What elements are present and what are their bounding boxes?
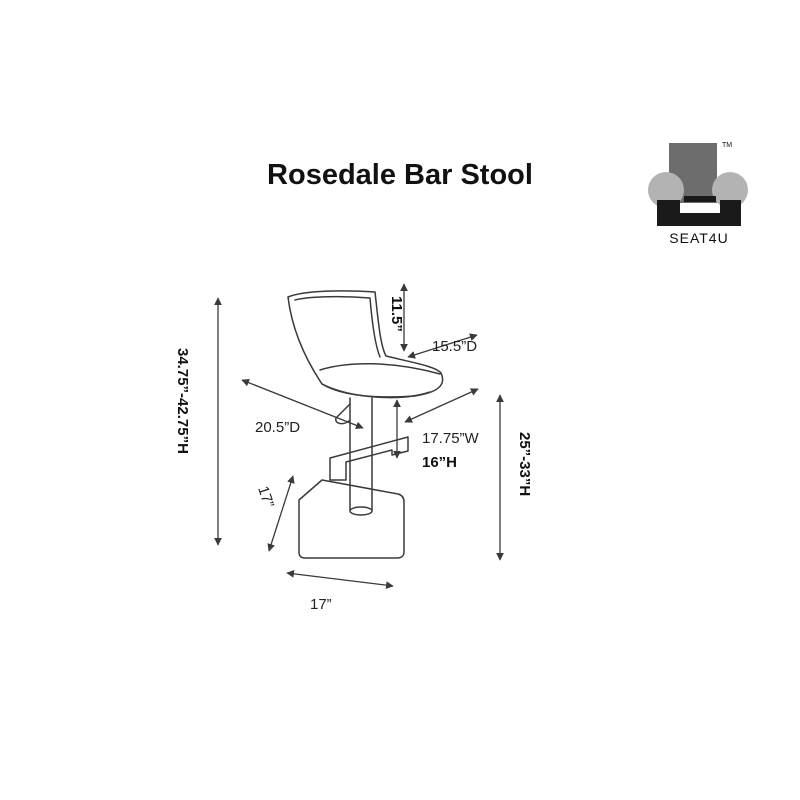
arrow-overall-depth <box>241 378 364 430</box>
logo-seat-cushion <box>684 196 716 202</box>
label-seat-width: 17.75”W <box>422 430 480 447</box>
product-title: Rosedale Bar Stool <box>267 159 533 191</box>
label-overall-height: 34.75”-42.75”H <box>174 348 191 454</box>
logo-left-circle <box>648 172 684 208</box>
logo-brand-text: SEAT4U <box>669 230 728 246</box>
label-seat-height: 25”-33”H <box>516 432 533 496</box>
label-overall-depth: 20.5”D <box>255 419 300 436</box>
stool-shell-outline <box>287 290 444 398</box>
logo-trademark: TM <box>722 142 732 149</box>
arrow-seat-width <box>404 388 479 423</box>
stool-seat-underside <box>321 383 431 399</box>
stool-seat-crease <box>319 363 441 375</box>
arrow-seat-depth <box>407 333 478 359</box>
label-base-depth: 17” <box>254 484 277 510</box>
arrow-base-depth <box>267 475 295 552</box>
stool-column-foot <box>349 506 373 516</box>
label-back-height: 11.5” <box>388 296 405 332</box>
seat4u-logo: TM SEAT4U <box>648 142 748 246</box>
dimension-labels: 34.75”-42.75”H 11.5” 15.5”D 20.5”D 17.75… <box>174 296 533 613</box>
stool-shell-inner <box>294 295 381 358</box>
stool-base-plate <box>298 479 405 559</box>
stool-footrest <box>329 436 409 481</box>
arrow-base-width <box>286 569 394 590</box>
logo-seat-shape <box>657 200 741 226</box>
label-base-width: 17” <box>310 596 332 613</box>
label-footrest-height: 16”H <box>422 454 457 471</box>
label-seat-depth: 15.5”D <box>432 338 477 355</box>
stool-drawing <box>287 290 444 559</box>
dimension-lines <box>214 283 504 590</box>
logo-right-circle <box>712 172 748 208</box>
